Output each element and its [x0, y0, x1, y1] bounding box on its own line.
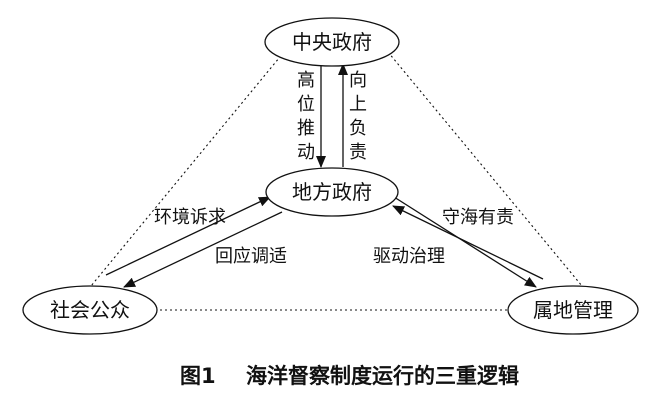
node-local-government-label: 地方政府: [292, 180, 372, 204]
edge-label-char: 推: [297, 118, 315, 139]
edge-label-char: 责: [349, 142, 367, 163]
node-public: 社会公众: [22, 285, 158, 335]
arrow-local-to-territorial: [382, 189, 537, 288]
node-central-government: 中央政府: [264, 17, 400, 67]
edge-label-char: 负: [349, 118, 367, 139]
node-public-label: 社会公众: [50, 298, 130, 322]
arrow-local-to-public: [123, 211, 283, 288]
node-territorial-management-label: 属地管理: [533, 298, 613, 322]
arrow-territorial-to-local: [392, 205, 544, 280]
edge-label-local-to-territorial: 驱动治理: [373, 246, 445, 267]
edge-label-char: 动: [297, 142, 315, 163]
node-local-government: 地方政府: [265, 167, 399, 217]
edge-label-local-to-public: 回应调适: [215, 246, 287, 267]
edge-label-char: 高: [297, 70, 315, 91]
dotted-line-central-public: [90, 51, 285, 287]
node-central-government-label: 中央政府: [292, 30, 372, 54]
edge-label-central-to-local: 高 位 推 动: [297, 70, 315, 163]
dotted-line-central-territorial: [387, 51, 583, 287]
edge-label-char: 位: [297, 94, 315, 115]
edge-label-public-to-local: 环境诉求: [154, 207, 226, 228]
edge-label-local-to-central: 向 上 负 责: [349, 70, 367, 163]
figure-caption: 图1 海洋督察制度运行的三重逻辑: [180, 364, 519, 388]
arrow-public-to-local: [105, 196, 271, 276]
edge-label-char: 上: [349, 94, 367, 115]
caption-label: 图1: [180, 364, 216, 388]
node-territorial-management: 属地管理: [507, 285, 639, 335]
caption-title: 海洋督察制度运行的三重逻辑: [246, 364, 519, 388]
edge-label-territorial-to-local: 守海有责: [442, 207, 514, 228]
edge-label-char: 向: [349, 70, 367, 91]
